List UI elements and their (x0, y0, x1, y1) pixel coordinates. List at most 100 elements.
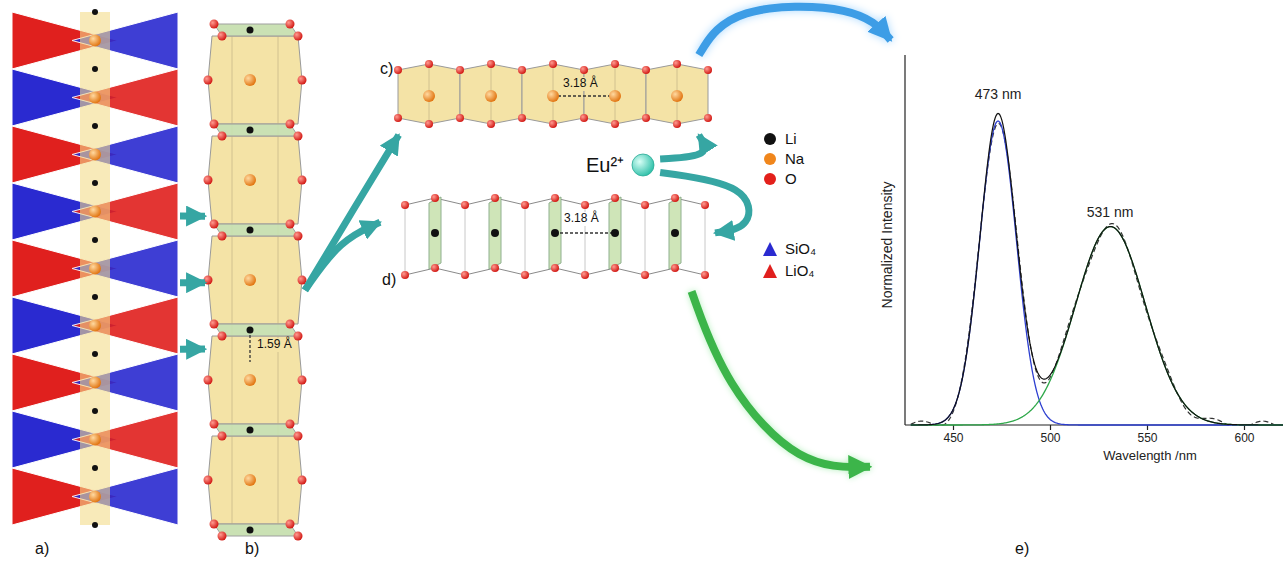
sodium-chain-part (584, 64, 646, 124)
lithium-chain-panel: d)3.18 Å (380, 185, 715, 291)
legend-swatch (763, 264, 777, 278)
sodium-chain-part (398, 64, 708, 124)
legend-item: SiO₄ (762, 240, 816, 257)
connector-arrow (660, 135, 704, 159)
connector-arrow (180, 213, 205, 220)
lithium-chain-part (491, 194, 499, 202)
lithium-chain-part (491, 264, 499, 272)
lithium-chain-part (521, 271, 529, 279)
tetrahedra-chain-part (92, 123, 98, 129)
tetrahedra-chain-part (89, 206, 101, 218)
polyhedra-column-part (247, 127, 254, 134)
legend-swatch (762, 263, 778, 279)
lithium-chain-part (611, 229, 619, 237)
sodium-chain-panel: c)3.18 Å (378, 55, 723, 135)
polyhedra-column-part (247, 527, 254, 534)
tick-label: 450 (943, 432, 963, 446)
lithium-chain-part (551, 194, 559, 202)
lithium-chain-part (611, 264, 619, 272)
tetrahedra-chain-part (89, 35, 101, 503)
polyhedra-column-part (210, 320, 219, 329)
sodium-chain-part (609, 90, 621, 102)
polyhedra-column-part (244, 374, 256, 386)
legend-text: Na (785, 150, 804, 167)
sodium-chain-part (549, 60, 557, 68)
lithium-chain-part (461, 201, 469, 209)
polyhedra-column-part (214, 24, 298, 36)
tetrahedra-chain-part (89, 434, 101, 446)
tetrahedra-chain-part (92, 465, 98, 471)
connector-arrow (699, 7, 891, 55)
connector-arrow (660, 173, 749, 233)
ion-label: Eu²⁺ (586, 154, 624, 177)
peak-label: 531 nm (1087, 204, 1134, 220)
polyhedra-column-part (218, 232, 227, 241)
lithium-chain-part (671, 229, 679, 237)
lithium-chain-part (491, 229, 499, 237)
panel-letter: e) (1015, 540, 1029, 558)
polyhedra-column-part (208, 36, 302, 124)
polyhedra-column-part (204, 76, 213, 85)
lithium-chain-part (431, 194, 439, 202)
sodium-chain-part (642, 66, 650, 74)
lithium-chain-part (671, 264, 679, 272)
sodium-chain-part (456, 66, 464, 74)
panel-letter: a) (35, 540, 49, 558)
legend-swatch (764, 173, 776, 185)
polyhedra-column-part (244, 174, 256, 186)
lithium-chain-part (521, 201, 529, 209)
legend-item: Na (762, 150, 804, 167)
polyhedra-column-part (244, 474, 256, 486)
legend-swatch (762, 171, 778, 187)
polyhedra-column-part (286, 320, 295, 329)
sodium-chain-part (673, 60, 681, 68)
distance-label: 3.18 Å (563, 212, 600, 226)
peak-label: 473 nm (975, 86, 1022, 102)
polyhedra-column-part (210, 420, 219, 429)
connector-arrow (180, 346, 205, 353)
sodium-chain-part (423, 90, 435, 102)
lithium-chain-part (701, 201, 709, 209)
tetrahedra-chain-part (92, 351, 98, 357)
legend-swatch (762, 151, 778, 167)
lithium-chain-part (405, 198, 705, 275)
sodium-chain-part (611, 60, 619, 68)
polyhedra-column-part (247, 227, 254, 234)
polyhedra-column-part (208, 436, 302, 524)
sodium-chain-part (580, 114, 588, 122)
spectrum-axes-part (1244, 425, 1245, 430)
polyhedra-column-part (218, 32, 227, 41)
spectrum-axes-part (953, 425, 954, 430)
polyhedra-column-part (214, 324, 298, 336)
legend-text: O (785, 170, 797, 187)
polyhedra-column-part (294, 532, 303, 541)
tetrahedra-chain-part (89, 92, 101, 104)
sodium-chain-part (429, 64, 677, 124)
tetrahedra-chain-part (92, 237, 98, 243)
ion-sphere (630, 152, 656, 178)
lithium-chain-part (555, 232, 615, 233)
polyhedra-column-part (286, 20, 295, 29)
lithium-chain-part (489, 197, 501, 269)
sum-curve (911, 113, 1283, 425)
lithium-chain-part (405, 198, 705, 275)
sodium-chain-part (580, 66, 588, 74)
lithium-chain-part (705, 205, 706, 275)
sodium-chain-part (704, 114, 712, 122)
polyhedra-column (204, 20, 307, 541)
polyhedra-column-part (204, 376, 213, 385)
polyhedra-column-part (232, 36, 233, 524)
lithium-chain-part (701, 271, 709, 279)
polyhedra-column-part (278, 36, 279, 524)
chain-panel: a) (5, 5, 180, 560)
sodium-chain (394, 60, 712, 128)
polyhedra-column-part (294, 132, 303, 141)
tetrahedra-chain-part (80, 12, 110, 525)
legend-item: Li (762, 130, 797, 147)
polyhedra-column-part (294, 432, 303, 441)
sodium-chain-part (518, 66, 526, 74)
legend-swatch (762, 131, 778, 147)
lithium-chain-part (431, 229, 439, 237)
tetrahedra-chain-part (92, 180, 98, 186)
